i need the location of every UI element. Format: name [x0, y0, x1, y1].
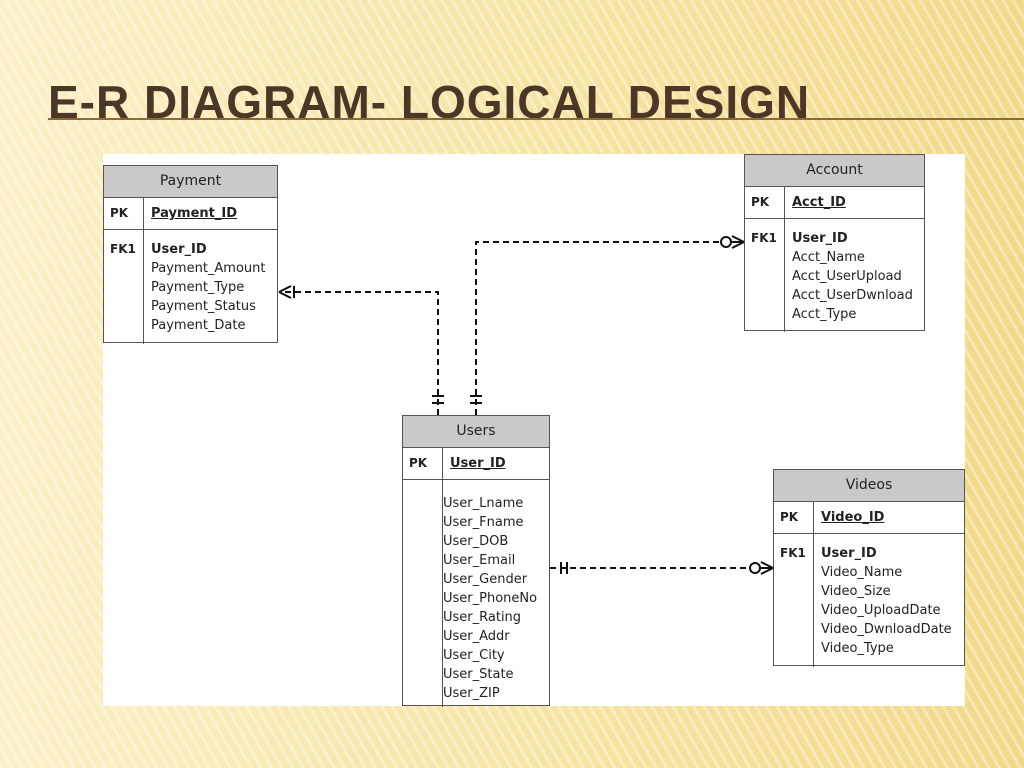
relationship-users-payment — [278, 285, 444, 415]
entity-account: Account PK Acct_ID FK1 User_ID Acct_Name… — [744, 154, 925, 332]
entity-title: Account — [745, 155, 924, 187]
attribute: Video_UploadDate — [821, 603, 941, 618]
attribute: User_Addr — [443, 629, 510, 644]
fk-label: FK1 — [774, 534, 814, 667]
pk-label: PK — [403, 448, 443, 479]
attribute-section: FK1 User_ID Payment_Amount Payment_Type … — [104, 230, 277, 344]
key-column — [403, 480, 443, 707]
attribute: Payment_Type — [151, 280, 245, 295]
pk-row: PK Acct_ID — [745, 187, 924, 219]
attribute: User_Fname — [443, 515, 524, 530]
fk-label: FK1 — [745, 219, 785, 332]
fk-label: FK1 — [104, 230, 144, 344]
pk-label: PK — [104, 198, 144, 229]
attribute: Payment_Status — [151, 299, 256, 314]
attribute-list: User_ID Acct_Name Acct_UserUpload Acct_U… — [745, 219, 924, 324]
entity-payment: Payment PK Payment_ID FK1 User_ID Paymen… — [103, 165, 278, 344]
attribute: User_ID — [151, 242, 207, 257]
entity-title: Payment — [104, 166, 277, 198]
attribute: User_ZIP — [443, 686, 500, 701]
pk-field: Video_ID — [821, 510, 885, 525]
attribute: User_ID — [792, 231, 848, 246]
attribute: Video_Size — [821, 584, 891, 599]
attribute: Video_Type — [821, 641, 894, 656]
attribute-section: FK1 User_ID Video_Name Video_Size Video_… — [774, 534, 964, 667]
pk-label: PK — [745, 187, 785, 218]
entity-users: Users PK User_ID User_Lname User_Fname U… — [402, 415, 550, 707]
attribute: Payment_Amount — [151, 261, 266, 276]
attribute: Acct_UserUpload — [792, 269, 902, 284]
pk-field: User_ID — [450, 456, 506, 471]
attribute-section: User_Lname User_Fname User_DOB User_Emai… — [403, 480, 549, 707]
attribute: User_Email — [443, 553, 516, 568]
pk-row: PK User_ID — [403, 448, 549, 480]
attribute: User_City — [443, 648, 505, 663]
pk-row: PK Video_ID — [774, 502, 964, 534]
pk-row: PK Payment_ID — [104, 198, 277, 230]
entity-title: Videos — [774, 470, 964, 502]
attribute: User_DOB — [443, 534, 509, 549]
attribute-list: User_ID Video_Name Video_Size Video_Uplo… — [774, 534, 964, 658]
attribute: Video_Name — [821, 565, 903, 580]
attribute: User_Rating — [443, 610, 522, 625]
attribute: Payment_Date — [151, 318, 246, 333]
title-underline — [48, 118, 1024, 120]
pk-field: Acct_ID — [792, 195, 846, 210]
pk-field: Payment_ID — [151, 206, 237, 221]
entity-title: Users — [403, 416, 549, 448]
attribute: User_Gender — [443, 572, 528, 587]
attribute: User_PhoneNo — [443, 591, 538, 606]
attribute: User_Lname — [443, 496, 524, 511]
entity-videos: Videos PK Video_ID FK1 User_ID Video_Nam… — [773, 469, 965, 667]
relationship-users-videos — [550, 561, 774, 575]
attribute: Acct_Type — [792, 307, 857, 322]
attribute: Acct_Name — [792, 250, 865, 265]
attribute: User_ID — [821, 546, 877, 561]
pk-label: PK — [774, 502, 814, 533]
attribute: User_State — [443, 667, 514, 682]
attribute-list: User_Lname User_Fname User_DOB User_Emai… — [403, 480, 549, 703]
attribute: Video_DwnloadDate — [821, 622, 952, 637]
attribute: Acct_UserDwnload — [792, 288, 913, 303]
relationship-users-account — [470, 235, 745, 415]
attribute-section: FK1 User_ID Acct_Name Acct_UserUpload Ac… — [745, 219, 924, 332]
attribute-list: User_ID Payment_Amount Payment_Type Paym… — [104, 230, 277, 335]
